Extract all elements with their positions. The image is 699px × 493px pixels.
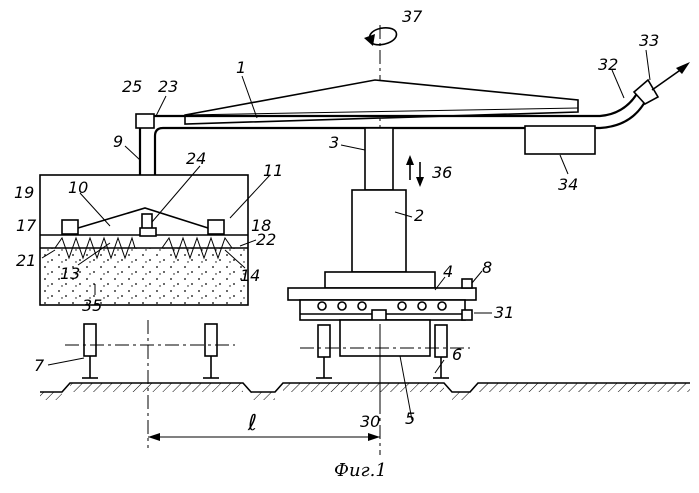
label-19: 19 — [14, 183, 34, 202]
label-31: 31 — [494, 303, 514, 322]
label-9: 9 — [113, 132, 123, 151]
label-14: 14 — [240, 266, 260, 285]
label-25: 25 — [122, 77, 142, 96]
label-24: 24 — [186, 149, 206, 168]
label-21: 21 — [16, 251, 36, 270]
block-25 — [136, 114, 154, 128]
label-17: 17 — [16, 216, 37, 235]
left-wheels — [65, 324, 235, 378]
label-33: 33 — [639, 31, 659, 50]
label-7: 7 — [34, 356, 45, 375]
label-23: 23 — [158, 77, 178, 96]
dimension-line — [148, 433, 380, 441]
counterweight — [525, 126, 595, 154]
label-13: 13 — [60, 264, 80, 283]
label-2: 2 — [414, 206, 424, 225]
label-32: 32 — [598, 55, 618, 74]
dimension-label: ℓ — [247, 411, 257, 436]
label-6: 6 — [452, 345, 462, 364]
label-10: 10 — [68, 178, 88, 197]
label-3: 3 — [329, 133, 339, 152]
label-37: 37 — [402, 7, 423, 26]
label-35: 35 — [82, 296, 102, 315]
label-22: 22 — [256, 230, 276, 249]
label-8: 8 — [482, 258, 492, 277]
label-30: 30 — [360, 412, 380, 431]
label-4: 4 — [443, 262, 453, 281]
vertical-move-arrow — [406, 155, 424, 187]
label-11: 11 — [263, 161, 283, 180]
arm-beam — [185, 80, 578, 124]
label-36: 36 — [432, 163, 452, 182]
ground — [40, 383, 690, 400]
label-5: 5 — [405, 409, 415, 428]
carriage — [340, 320, 430, 356]
label-1: 1 — [236, 58, 246, 77]
label-34: 34 — [558, 175, 578, 194]
figure-caption: Фиг.1 — [334, 460, 387, 481]
